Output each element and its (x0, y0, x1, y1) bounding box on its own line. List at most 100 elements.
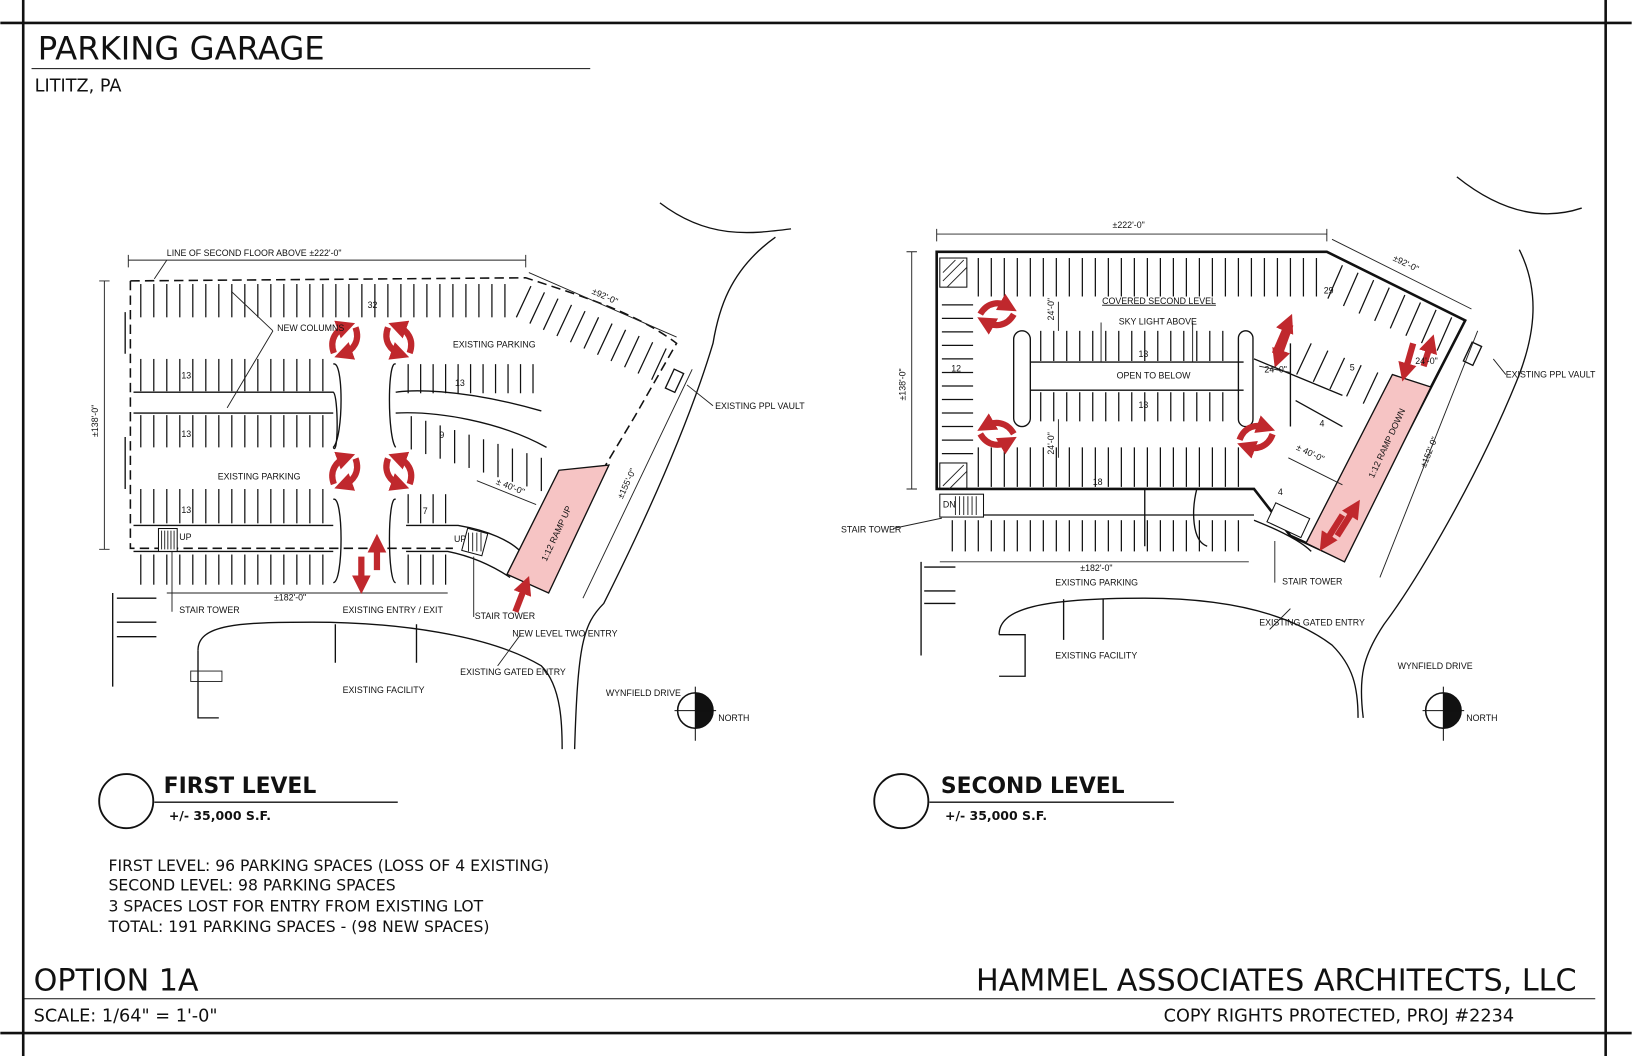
first-level-plan: LINE OF SECOND FLOOR ABOVE ±222'-0" ±92'… (90, 202, 805, 750)
level-heading: SECOND LEVEL (941, 774, 1125, 799)
straight-arrow-icon (1334, 499, 1360, 538)
label-dim-aisle: 24'-0" (1264, 364, 1287, 374)
label-gated-entry: EXISTING GATED ENTRY (1259, 617, 1365, 627)
firm-name: HAMMEL ASSOCIATES ARCHITECTS, LLC (976, 963, 1577, 998)
dimension-ramp (476, 480, 537, 506)
building-outline (124, 277, 678, 584)
label-existing-parking: EXISTING PARKING (1055, 578, 1138, 588)
straight-arrow-icon (1319, 513, 1346, 552)
note-line: SECOND LEVEL: 98 PARKING SPACES (109, 877, 396, 895)
stall-line (637, 342, 654, 374)
label-dim-right: ±152'-0" (1418, 435, 1439, 469)
label-stair-tower-right: STAIR TOWER (1282, 577, 1342, 587)
label-up-left: UP (179, 532, 191, 542)
dimension-ramp (1288, 457, 1343, 486)
north-arrow-icon (1422, 686, 1465, 741)
stall-line (569, 310, 586, 343)
straight-arrow-icon (512, 575, 532, 613)
label-stair-tower-left: STAIR TOWER (841, 525, 901, 535)
copyright: COPY RIGHTS PROTECTED, PROJ #2234 (1164, 1007, 1514, 1027)
curved-arrow-icon (977, 413, 1017, 455)
label-ppl-vault: EXISTING PPL VAULT (1506, 370, 1596, 380)
dimension-diagonal (1331, 238, 1472, 310)
label-dim-top: ±222'-0" (309, 248, 341, 258)
dimension-top (936, 228, 1328, 242)
ppl-vault (1462, 341, 1483, 367)
dimension-left (906, 251, 917, 490)
label-existing-parking-top: EXISTING PARKING (453, 339, 536, 349)
stall-line (1405, 302, 1422, 337)
stall-count: 9 (439, 430, 444, 440)
label-up-right: UP (454, 534, 466, 544)
stall-count: 29 (1324, 285, 1334, 295)
traffic-arrows (329, 320, 532, 613)
dimension-top (127, 254, 527, 268)
label-stair-tower-right: STAIR TOWER (475, 611, 535, 621)
label-dim-bottom: ±182'-0" (1080, 563, 1112, 573)
stall-line (1362, 372, 1379, 404)
stall-count: 13 (181, 429, 191, 439)
label-dim-top: ±222'-0" (1113, 220, 1145, 230)
site-outline (920, 176, 1582, 718)
stall-count: 5 (1350, 362, 1355, 372)
stall-count: 18 (1093, 477, 1103, 487)
label-dn: DN (943, 500, 956, 510)
label-dim-right: ±155'-0" (615, 467, 638, 500)
label-dim-left: ±138'-0" (897, 368, 907, 400)
label-dim-ramp: ± 40'-0" (495, 476, 526, 496)
stall-count: 13 (181, 505, 191, 515)
curved-arrow-icon (383, 451, 415, 491)
stall-line (556, 304, 573, 337)
dimension-left (99, 280, 110, 550)
stall-line (651, 348, 667, 381)
stall-line (529, 292, 546, 324)
stall-count: 13 (455, 378, 465, 388)
ramp-up (506, 464, 611, 594)
label-skylight: SKY LIGHT ABOVE (1119, 317, 1197, 327)
stall-line (1436, 317, 1453, 351)
stall-line (1358, 279, 1375, 314)
traffic-arrows (977, 293, 1437, 552)
curved-arrow-icon (329, 320, 361, 360)
label-existing-facility: EXISTING FACILITY (343, 685, 425, 695)
label-covered-second-level: COVERED SECOND LEVEL (1102, 296, 1216, 306)
label-wynfield-drive: WYNFIELD DRIVE (606, 688, 681, 698)
location: LITITZ, PA (35, 77, 122, 97)
site-outline (112, 202, 792, 750)
second-level-plan: ±222'-0" ±92'-0" ±138'-0" ±152'-0" ±182'… (841, 176, 1596, 741)
stall-line (1329, 357, 1346, 390)
stall-count: 7 (423, 506, 428, 516)
option-label: OPTION 1A (34, 963, 199, 998)
label-wynfield-drive: WYNFIELD DRIVE (1398, 661, 1473, 671)
stall-line (1420, 309, 1437, 344)
dimension-right (1379, 330, 1479, 578)
level-heading: FIRST LEVEL (164, 774, 317, 799)
straight-arrow-icon (1419, 334, 1437, 368)
notes: FIRST LEVEL: 96 PARKING SPACES (LOSS OF … (108, 857, 550, 936)
ramp-down (1305, 373, 1432, 563)
curved-arrow-icon (1236, 415, 1276, 459)
second-level-title-block: SECOND LEVEL +/- 35,000 S.F. (873, 773, 1174, 830)
curved-arrow-icon (329, 451, 361, 491)
stall-count: 13 (1139, 349, 1149, 359)
page-title: PARKING GARAGE (38, 29, 325, 67)
label-dim-aisle: 24'-0" (1046, 298, 1056, 321)
stall-line (1342, 272, 1359, 307)
dimension-right (582, 369, 693, 599)
curved-arrow-icon (383, 320, 415, 360)
label-north: NORTH (1466, 713, 1497, 723)
north-arrow-icon (674, 686, 717, 741)
label-new-entry: NEW LEVEL TWO ENTRY (512, 629, 617, 639)
stall-line (583, 317, 600, 349)
stall-count: 32 (368, 300, 378, 310)
label-dim-bottom: ±182'-0" (274, 592, 306, 602)
stall-line (1389, 294, 1406, 329)
stall-count: 4 (1320, 419, 1325, 429)
stall-line (1296, 343, 1312, 375)
note-line: FIRST LEVEL: 96 PARKING SPACES (LOSS OF … (109, 857, 550, 875)
label-second-floor-line: LINE OF SECOND FLOOR ABOVE (167, 248, 307, 258)
label-dim-diagonal: ±92'-0" (590, 286, 619, 306)
note-line: 3 SPACES LOST FOR ENTRY FROM EXISTING LO… (109, 897, 484, 915)
stall-line (1346, 364, 1362, 397)
